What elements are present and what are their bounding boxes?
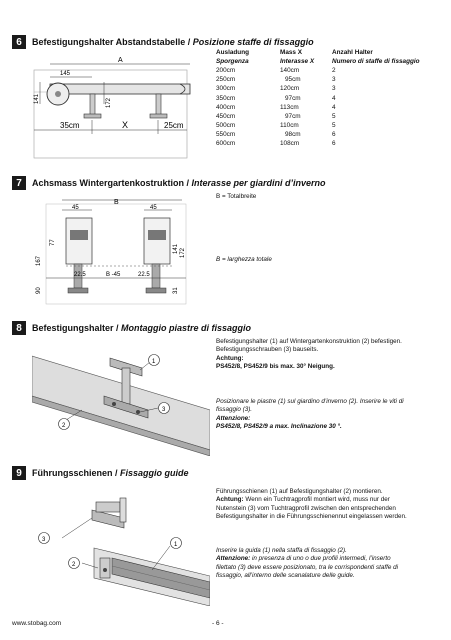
dim-a: A [118,57,123,64]
sec8-text-de: Befestigungshalter (1) auf Wintergartenk… [216,338,402,371]
title-it: Fissaggio guide [120,468,189,478]
callout-1: 1 [152,359,156,365]
table-header-it: Sporgenza Interasse X Numero di staffe d… [216,58,420,66]
section-number: 6 [12,35,26,49]
spacing-table: Ausladung Mass X Anzahl Halter Sporgenza… [216,48,420,148]
section-number: 9 [12,466,26,480]
page-number: - 6 - [212,620,224,627]
section-6-title: 6 Befestigungshalter Abstandstabelle / P… [12,34,314,50]
title-de: Führungsschienen / [32,468,121,478]
section-9-title: 9 Führungsschienen / Fissaggio guide [12,465,189,481]
section-8-title: 8 Befestigungshalter / Montaggio piastre… [12,320,251,336]
callout-1: 1 [174,542,178,548]
section-number: 7 [12,176,26,190]
dim-b-minus-45: B -45 [106,272,121,278]
dim-22-5-right: 22.5 [138,272,150,278]
dim-141: 141 [34,93,40,104]
dim-45-left: 45 [72,205,79,211]
footer-url[interactable]: www.stobag.com [12,620,62,627]
dim-25cm: 25cm [164,121,184,130]
dim-45-right: 45 [150,205,157,211]
sec9-text-de: Führungsschienen (1) auf Befestigungshal… [216,488,407,521]
dim-141: 141 [173,243,179,254]
dim-77: 77 [50,239,56,246]
title-de: Befestigungshalter / [32,323,122,333]
bracket-mounting-illustration: 1 3 2 [32,354,210,456]
callout-3: 3 [162,407,166,413]
title-it: Interasse per giardini d’inverno [191,178,326,188]
sec8-text-it: Posizionare le piastre (1) sul giardino … [216,398,404,431]
title-it: Posizione staffe di fissaggio [192,37,314,47]
dim-172: 172 [106,97,112,108]
table-header-de: Ausladung Mass X Anzahl Halter [216,49,373,57]
dim-35cm: 35cm [60,121,80,130]
dim-90: 90 [36,287,42,294]
section-7-title: 7 Achsmass Wintergartenkostruktion / Int… [12,175,326,191]
title-de: Achsmass Wintergartenkostruktion / [32,178,192,188]
dim-22-5-left: 22.5 [74,272,86,278]
callout-2: 2 [62,423,66,429]
callout-2: 2 [72,562,76,568]
title-de: Befestigungshalter Abstandstabelle / [32,37,193,47]
b-total-width-de: B = Totalbreite [216,193,257,200]
wintergarden-axis-diagram: B 45 45 167 77 90 22.5 B -45 22.5 141 17… [36,199,187,305]
dim-31: 31 [173,287,179,294]
dim-b: B [114,199,119,206]
section-number: 8 [12,321,26,335]
sec9-text-it: Inserire la guida (1) nella staffa di fi… [216,547,399,580]
callout-3: 3 [42,537,46,543]
dim-172: 172 [180,247,186,258]
dim-145: 145 [60,71,71,77]
b-total-width-it: B = larghezza totale [216,256,272,263]
dim-167: 167 [36,255,42,266]
dim-x: X [122,120,128,130]
bracket-spacing-diagram: A 145 141 172 35cm X 25cm [33,57,191,159]
title-it: Montaggio piastre di fissaggio [121,323,252,333]
guide-rail-illustration: 3 2 1 [38,497,210,606]
